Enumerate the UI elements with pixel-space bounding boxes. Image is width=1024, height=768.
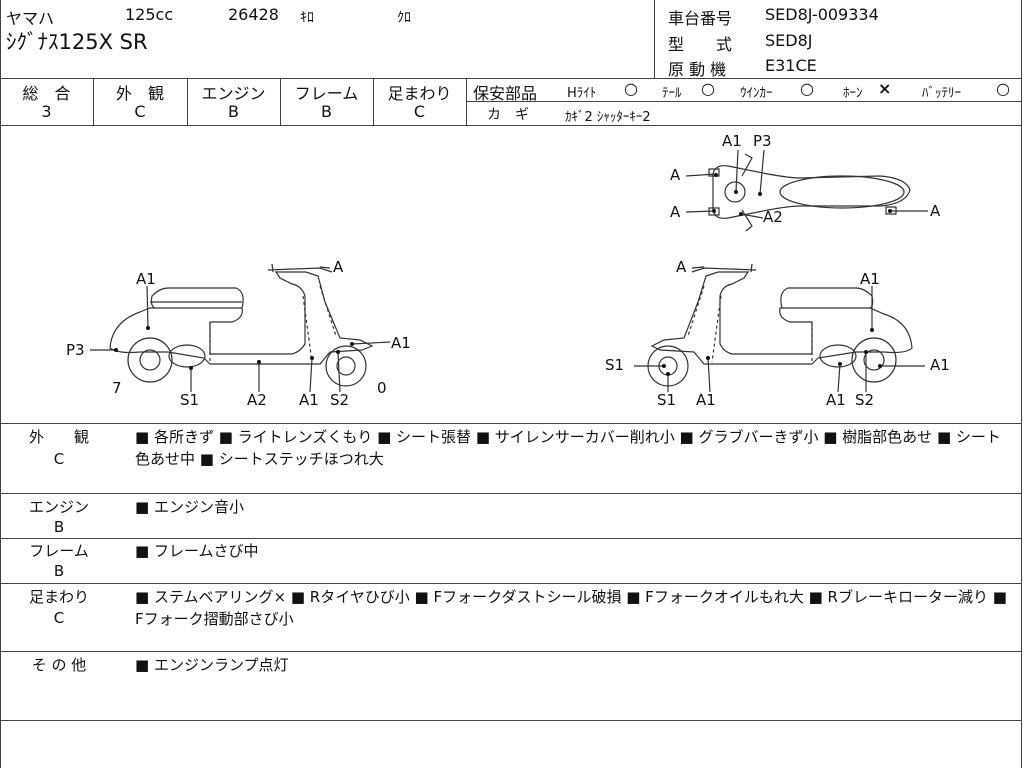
left-label-s1: S1: [180, 391, 199, 409]
safety-mid-line: [466, 101, 1022, 102]
section-other-label: そ の 他: [31, 656, 87, 674]
top-label-a-right: A: [930, 202, 941, 220]
left-label-p3: P3: [66, 341, 85, 359]
right-label-a1-bottom-right: A1: [826, 391, 846, 409]
right-label-s1-bottom: S1: [657, 391, 676, 409]
section-suspension-text: ■ ステムベアリング× ■ Rタイヤひび小 ■ Fフォークダストシール破損 ■ …: [135, 588, 1007, 628]
header-bottom-line: [0, 78, 1022, 79]
section-frame-label: フレーム: [29, 542, 89, 560]
color: ｸﾛ: [397, 10, 411, 26]
outer-right-border: [1021, 0, 1022, 768]
grade-divider-5: [466, 78, 467, 125]
section-frame-text: ■ フレームさび中: [135, 542, 259, 560]
section-suspension-grade: C: [53, 609, 65, 627]
section-exterior-text: ■ 各所きず ■ ライトレンズくもり ■ シート張替 ■ サイレンサーカバー削れ…: [135, 428, 1001, 468]
left-label-seven: 7: [112, 379, 122, 397]
safety-label: 保安部品: [473, 84, 538, 103]
grade-divider-4: [373, 78, 374, 125]
top-label-a-left-bottom: A: [670, 203, 681, 221]
grade-exterior-value: C: [134, 102, 146, 121]
right-label-a-top: A: [676, 258, 687, 276]
winker-mark: ○: [800, 79, 814, 98]
left-label-zero: 0: [377, 379, 387, 397]
grade-overall-value: 3: [41, 102, 52, 121]
grade-divider-3: [280, 78, 281, 125]
top-label-a2: A2: [763, 208, 783, 226]
right-side-view: [634, 264, 925, 392]
diagram-bottom-line: [0, 423, 1022, 424]
battery-label: ﾊﾞｯﾃﾘｰ: [922, 86, 961, 101]
key-label: カ ギ: [487, 107, 529, 123]
taillight-label: ﾃｰﾙ: [662, 86, 682, 101]
grade-engine-value: B: [228, 102, 239, 121]
top-label-p3: P3: [753, 132, 772, 150]
frame-no-value: SED8J-009334: [765, 5, 879, 24]
grade-frame-label: フレーム: [294, 84, 359, 103]
left-label-a2: A2: [247, 391, 267, 409]
mileage-unit: ｷﾛ: [300, 10, 314, 26]
model-name: ｼｸﾞﾅｽ125X SR: [6, 30, 148, 54]
winker-label: ｳｲﾝｶｰ: [740, 86, 773, 101]
key-value: ｶｷﾞ2 ｼｬｯﾀｰｷｰ2: [565, 110, 651, 125]
taillight-mark: ○: [701, 79, 715, 98]
left-label-a-top: A: [333, 258, 344, 276]
grade-suspension-label: 足まわり: [387, 84, 452, 103]
left-label-a1-bottom: A1: [299, 391, 319, 409]
section-engine-grade: B: [53, 518, 65, 536]
section-line-4: [0, 651, 1022, 652]
maker: ヤマハ: [6, 9, 55, 28]
horn-mark: ×: [878, 79, 892, 98]
top-label-a-left-top: A: [670, 166, 681, 184]
right-label-s2: S2: [855, 391, 874, 409]
left-side-view: [90, 264, 390, 392]
displacement: 125cc: [125, 5, 174, 24]
right-label-a1-right: A1: [930, 356, 950, 374]
section-line-3: [0, 583, 1022, 584]
outer-left-border: [0, 0, 1, 768]
header-divider: [654, 0, 655, 78]
left-label-a1-front: A1: [391, 334, 411, 352]
top-view: [686, 150, 928, 231]
top-label-a1: A1: [722, 132, 742, 150]
frame-no-label: 車台番号: [668, 9, 733, 28]
grade-suspension-value: C: [413, 102, 426, 121]
section-exterior-grade: C: [53, 450, 65, 468]
type-value: SED8J: [765, 31, 813, 50]
horn-label: ﾎｰﾝ: [843, 86, 863, 101]
engine-value: E31CE: [765, 56, 817, 75]
section-line-5: [0, 720, 1022, 721]
type-label: 型 式: [668, 35, 733, 54]
section-engine-text: ■ エンジン音小: [135, 498, 244, 516]
section-line-2: [0, 538, 1022, 539]
section-engine-label: エンジン: [28, 498, 89, 516]
right-label-s1-left: S1: [605, 356, 624, 374]
grade-overall-label: 総 合: [22, 84, 71, 103]
battery-mark: ○: [996, 79, 1010, 98]
left-label-s2: S2: [330, 391, 349, 409]
headlight-label: Hﾗｲﾄ: [567, 86, 597, 101]
section-suspension-label: 足まわり: [28, 588, 89, 606]
grade-divider-1: [93, 78, 94, 125]
grade-divider-2: [187, 78, 188, 125]
grade-exterior-label: 外 観: [115, 84, 164, 103]
section-frame-grade: B: [53, 562, 65, 580]
grades-bottom-line: [0, 125, 1022, 126]
section-line-1: [0, 493, 1022, 494]
damage-dots: [114, 173, 892, 376]
right-label-a1-seat: A1: [860, 270, 880, 288]
mileage: 26428: [228, 5, 279, 24]
headlight-mark: ○: [624, 79, 638, 98]
grade-engine-label: エンジン: [201, 84, 266, 103]
left-label-a1-seat: A1: [136, 270, 156, 288]
grade-frame-value: B: [321, 102, 332, 121]
section-exterior-label: 外 観: [28, 428, 89, 446]
section-other-text: ■ エンジンランプ点灯: [135, 656, 289, 674]
right-label-a1-bottom-left: A1: [696, 391, 716, 409]
scooter-diagram: A1 P3 A A A2 A A A1 P3 7 A1 S1 A2 A1 S2 …: [66, 132, 950, 409]
engine-label: 原 動 機: [668, 60, 727, 79]
